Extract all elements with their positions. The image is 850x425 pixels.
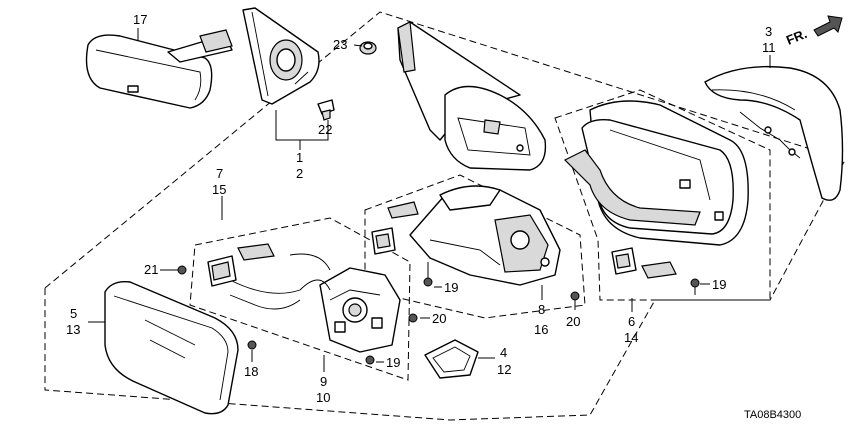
mirror-actuator: [319, 267, 401, 353]
front-arrow-icon: [813, 15, 843, 37]
connector-housing: [611, 247, 637, 275]
callout-14: 14: [624, 330, 638, 345]
pad-actuator: [237, 243, 275, 261]
leader-lines: [88, 28, 771, 372]
callout-11: 11: [762, 40, 776, 55]
callout-3: 3: [765, 24, 772, 39]
screw-21: [177, 265, 187, 275]
callout-19-housing: 19: [712, 277, 726, 292]
mirror-glass: [104, 281, 239, 415]
callout-2: 2: [296, 166, 303, 181]
connector-base: [371, 227, 396, 255]
mirror-base-unit: [409, 185, 561, 286]
front-direction-label: FR.: [784, 26, 809, 48]
screw-20-right: [570, 291, 580, 301]
callout-16: 16: [534, 322, 548, 337]
callout-19-base: 19: [444, 280, 458, 295]
mirror-holder-clip: [424, 339, 479, 379]
group-box-actuator: [189, 217, 411, 381]
skull-cap: [704, 65, 844, 201]
diagram-code: TA08B4300: [744, 409, 801, 421]
screw-19-base: [423, 262, 433, 287]
callout-23: 23: [333, 37, 347, 52]
mirror-housing: [563, 100, 749, 246]
callout-6: 6: [628, 314, 635, 329]
pad-housing: [641, 261, 677, 279]
callout-labels: 17 1 2 22 23 3 11 7 15 21 5 13 18 9 10 1…: [66, 12, 776, 405]
callout-7: 7: [216, 166, 223, 181]
front-direction-indicator: [813, 15, 843, 37]
callout-8: 8: [538, 302, 545, 317]
callout-1: 1: [296, 150, 303, 165]
group-box-housing: [554, 89, 771, 301]
callout-20-right: 20: [566, 314, 580, 329]
callout-13: 13: [66, 322, 80, 337]
pad-base: [387, 201, 419, 219]
callout-4: 4: [500, 345, 507, 360]
callout-18: 18: [244, 364, 258, 379]
screw-18: [247, 340, 257, 350]
screw-19-actuator: [365, 355, 375, 365]
callout-17: 17: [133, 12, 147, 27]
screw-20-base: [408, 313, 418, 323]
callout-12: 12: [497, 362, 511, 377]
mirror-base-bracket: [397, 21, 547, 171]
callout-20-left: 20: [432, 311, 446, 326]
callout-21: 21: [144, 262, 158, 277]
actuator-harness: [229, 253, 331, 310]
rear-view-mirror: [85, 29, 233, 109]
callout-9: 9: [320, 374, 327, 389]
connector-actuator: [207, 255, 237, 287]
clip-22: [317, 99, 335, 121]
nut-23: [359, 41, 377, 55]
screw-19-housing: [690, 278, 700, 295]
sail-garnish: [242, 7, 320, 105]
callout-22: 22: [318, 122, 332, 137]
callout-19-actuator: 19: [386, 355, 400, 370]
callout-15: 15: [212, 182, 226, 197]
callout-5: 5: [70, 306, 77, 321]
callout-10: 10: [316, 390, 330, 405]
